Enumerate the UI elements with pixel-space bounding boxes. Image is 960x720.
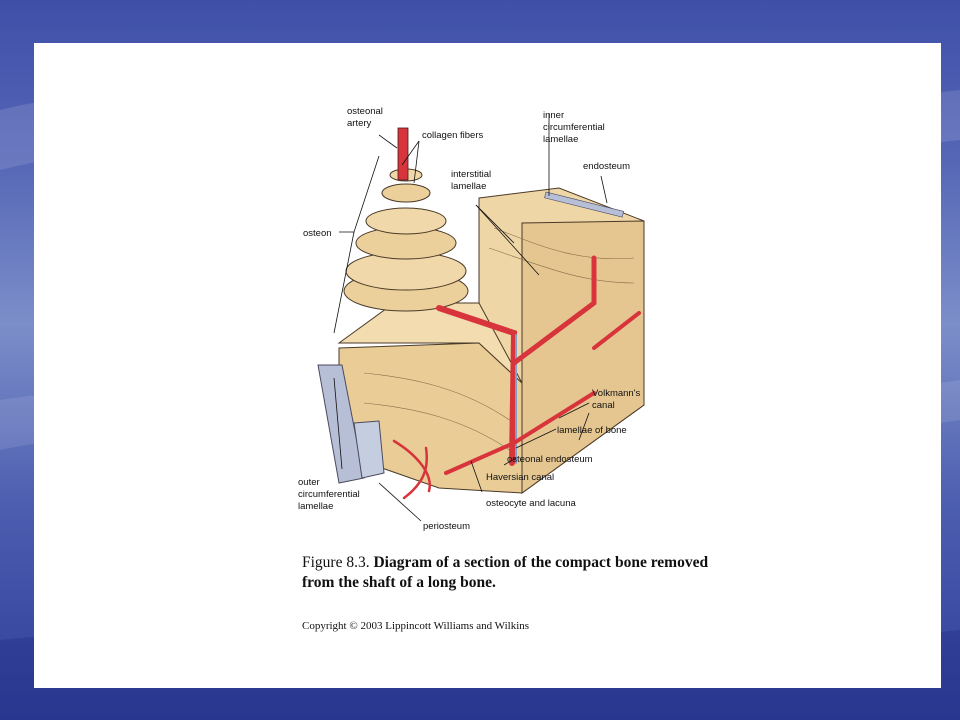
blood-vessels: [392, 255, 641, 500]
label-osteonal-endosteum: osteonal endosteum: [507, 454, 593, 465]
leader-lines: [333, 113, 608, 522]
label-haversian-canal: Haversian canal: [486, 472, 554, 483]
figure-caption: Figure 8.3. Diagram of a section of the …: [302, 553, 722, 593]
label-endosteum: endosteum: [583, 161, 630, 172]
copyright-notice: Copyright © 2003 Lippincott Williams and…: [302, 620, 530, 632]
endosteum-strip: [544, 191, 624, 218]
label-periosteum: periosteum: [423, 521, 470, 532]
periosteum-layer: [317, 364, 385, 484]
label-collagen-fibers: collagen fibers: [422, 130, 484, 141]
osteonal-artery-vessel: [397, 127, 409, 181]
figure-title: Diagram of a section of the compact bone…: [302, 554, 709, 591]
label-lamellae-of-bone: lamellae of bone: [557, 425, 627, 436]
osteon-stack: [343, 168, 469, 312]
label-osteon: osteon: [303, 228, 332, 239]
figure-number: Figure 8.3.: [302, 554, 370, 571]
label-osteocyte-and-lacuna: osteocyte and lacuna: [486, 498, 577, 509]
bone-block: [337, 187, 645, 494]
